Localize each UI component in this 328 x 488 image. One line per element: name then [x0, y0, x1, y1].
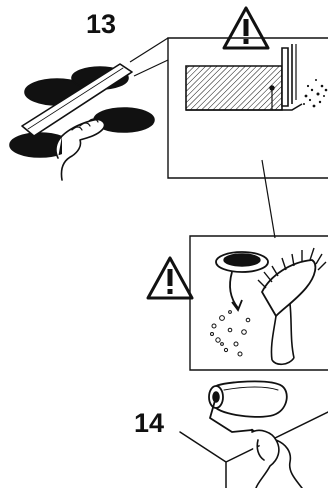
debris-particles-top — [303, 79, 327, 107]
warning-triangle-icon — [224, 8, 268, 48]
scraper-holder-hatched — [186, 66, 282, 110]
cleaning-brush — [258, 248, 326, 364]
brush-detail-box — [190, 236, 328, 370]
warning-triangle-icon — [148, 258, 192, 298]
callout-lines-middle — [262, 160, 275, 238]
scraper-detail-box — [168, 38, 328, 178]
scraper-hand — [56, 120, 105, 180]
paint-roller — [209, 381, 287, 444]
callout-lines-top — [130, 38, 168, 76]
roller-wall-illustration — [180, 381, 328, 488]
hob-with-scraper-illustration — [10, 64, 154, 180]
debris-particles-middle — [211, 311, 250, 356]
roller-hand — [252, 430, 302, 488]
